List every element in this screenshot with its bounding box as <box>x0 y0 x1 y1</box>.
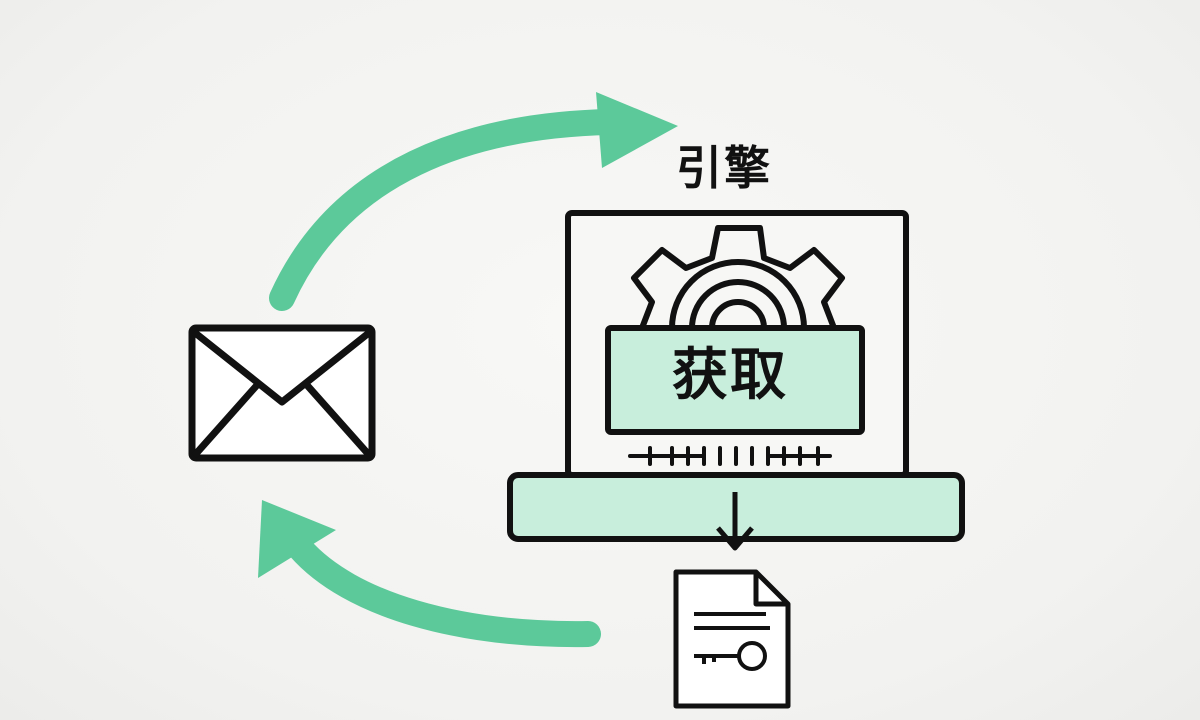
fetch-label: 获取 <box>672 343 788 408</box>
key-icon <box>694 641 767 671</box>
tick-marks <box>628 446 832 466</box>
engine-title: 引擎 <box>676 141 772 195</box>
envelope-icon <box>188 324 376 462</box>
arrow-to-envelope <box>258 500 601 648</box>
fetch-panel <box>605 325 865 435</box>
down-arrow-icon <box>716 492 754 551</box>
arrow-to-engine <box>269 92 678 311</box>
document-icon <box>673 569 791 709</box>
